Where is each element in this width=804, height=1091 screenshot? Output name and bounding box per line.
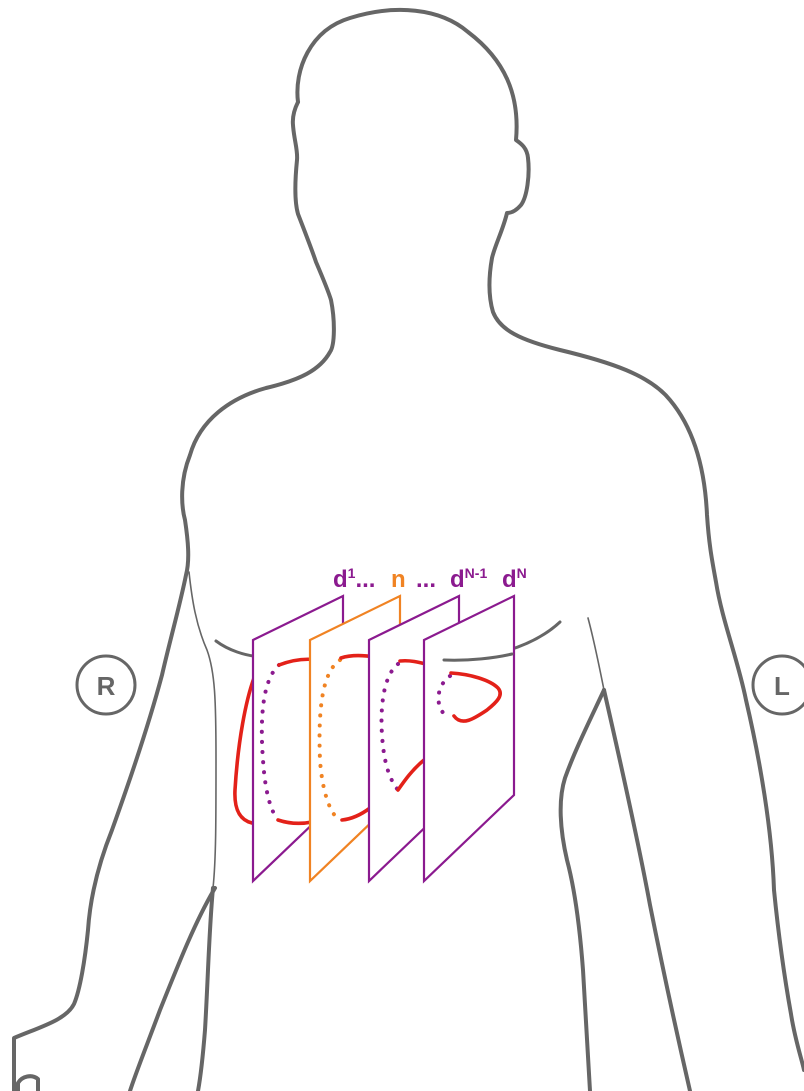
- side-marker-left: L: [753, 656, 804, 714]
- label-dN: dN: [502, 565, 527, 593]
- label-d1: d1...: [333, 565, 375, 593]
- left-torso-side: [604, 690, 690, 1091]
- right-side-letter: R: [97, 671, 116, 701]
- right-hand: [18, 1076, 38, 1091]
- left-side-letter: L: [774, 671, 790, 701]
- body-outline-right-side: [14, 102, 334, 1091]
- plane-labels: d1... n ... dN-1 dN: [333, 565, 527, 593]
- plane-dN-shape: [424, 596, 514, 881]
- label-n: n: [391, 566, 406, 593]
- label-dN-1: dN-1: [450, 565, 487, 593]
- plane-dN: [424, 596, 514, 881]
- label-ellipsis: ...: [416, 566, 436, 593]
- side-marker-right: R: [77, 656, 135, 714]
- organ-contour-back: [235, 678, 254, 823]
- right-chest-edge: [189, 572, 216, 888]
- body-outline-left-side: [297, 10, 804, 1070]
- left-arm-inner: [561, 690, 604, 1091]
- left-chest-edge: [588, 618, 604, 690]
- body-silhouette: [14, 10, 804, 1091]
